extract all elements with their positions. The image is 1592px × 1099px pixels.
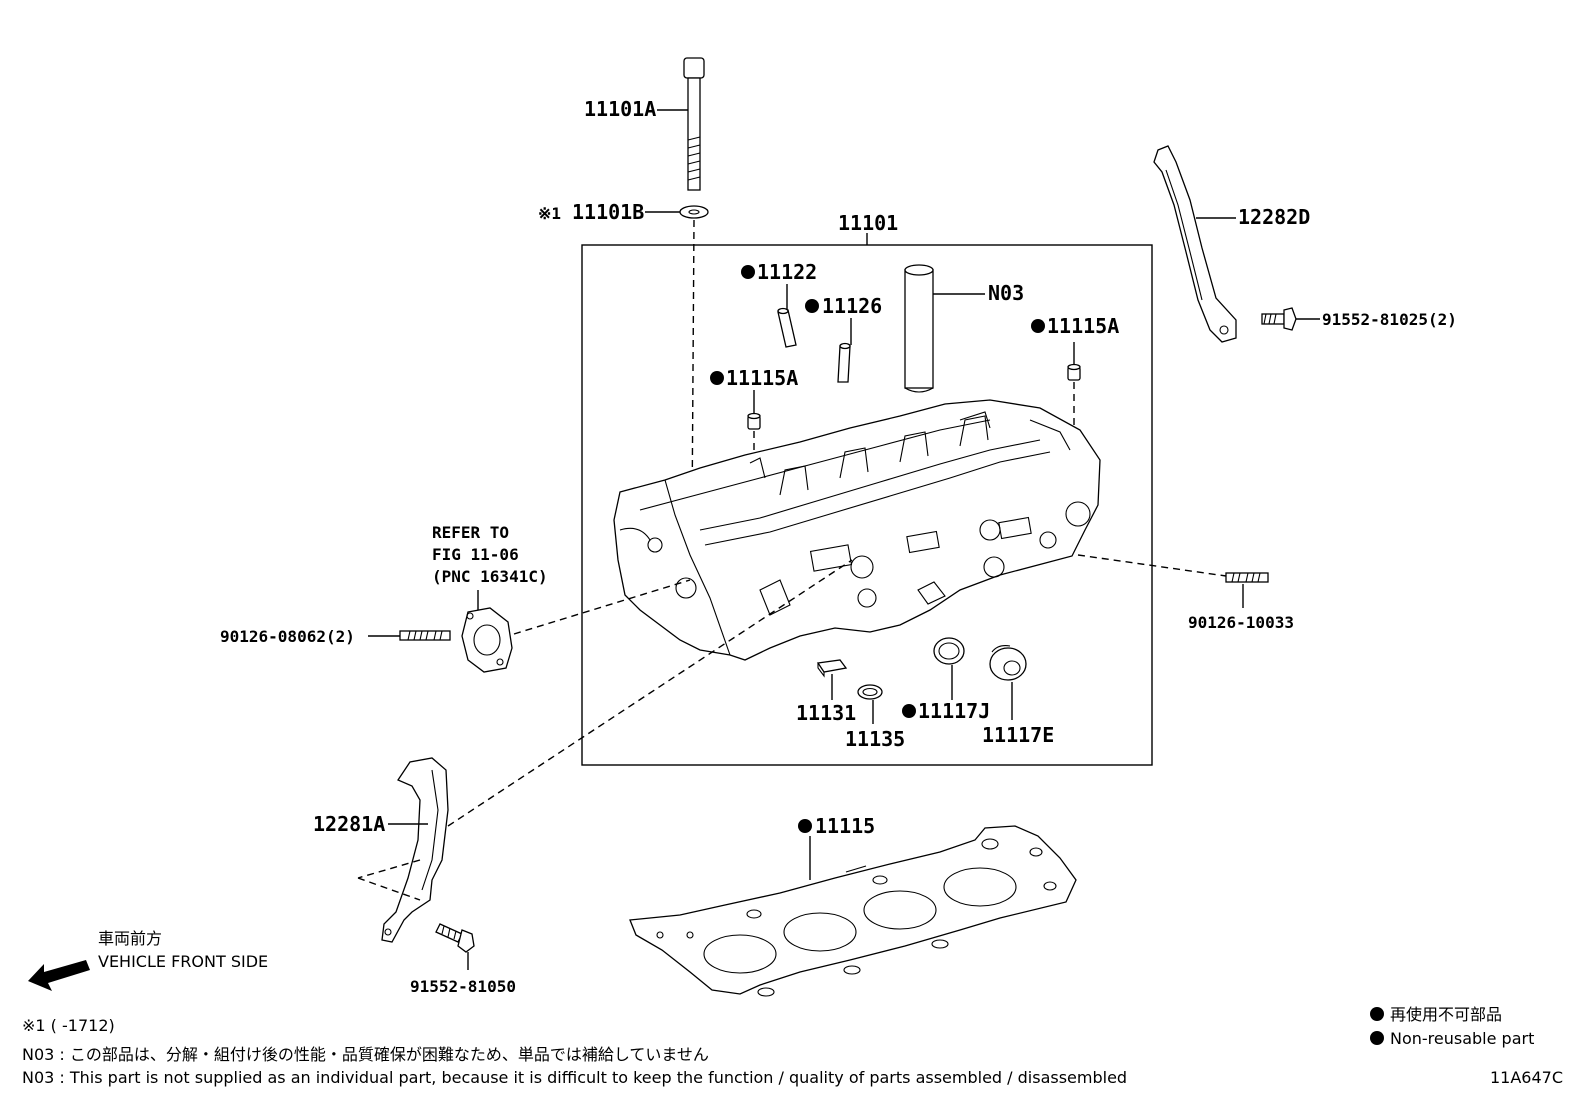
figure-code: 11A647C: [1490, 1068, 1563, 1087]
label-12281a[interactable]: 12281A: [313, 812, 385, 836]
label-11115a-left[interactable]: 11115A: [726, 366, 798, 390]
label-11122[interactable]: 11122: [757, 260, 817, 284]
label-11126[interactable]: 11126: [822, 294, 882, 318]
ring-11135-drawing: [857, 684, 883, 700]
chain-guide-12282d-drawing: [1153, 145, 1237, 343]
footnote-1: ※1 ( -1712): [22, 1016, 115, 1035]
non-reusable-dot-11126: [805, 299, 819, 313]
vehicle-front-jp: 車両前方: [98, 929, 162, 948]
label-11115a-right[interactable]: 11115A: [1047, 314, 1119, 338]
label-11131[interactable]: 11131: [796, 701, 856, 725]
legend-dot-en: [1370, 1031, 1384, 1045]
washer-11101b-drawing: [679, 205, 709, 219]
label-11115[interactable]: 11115: [815, 814, 875, 838]
legend-jp: 再使用不可部品: [1390, 1005, 1502, 1024]
label-90126-10033[interactable]: 90126-10033: [1188, 613, 1294, 632]
non-reusable-dot-11117j: [902, 704, 916, 718]
refer-line-1[interactable]: REFER TO: [432, 523, 509, 542]
label-11135[interactable]: 11135: [845, 727, 905, 751]
water-outlet-gasket-drawing: [461, 607, 513, 673]
refer-line-3[interactable]: (PNC 16341C): [432, 567, 548, 586]
plug-11117e-drawing: [989, 645, 1027, 681]
footnote-mark-11101b: ※1: [538, 204, 561, 223]
label-11117e[interactable]: 11117E: [982, 723, 1054, 747]
bolt-91552-81050-drawing: [435, 923, 475, 953]
refer-line-2[interactable]: FIG 11-06: [432, 545, 519, 564]
dowel-11115a-left-drawing: [747, 412, 761, 430]
pin-11122-drawing: [777, 307, 797, 348]
cylinder-n03-drawing: [904, 264, 934, 393]
label-11117j[interactable]: 11117J: [918, 699, 990, 723]
dowel-11115a-right-drawing: [1067, 363, 1081, 381]
chain-guide-12281a-drawing: [381, 757, 449, 943]
stud-90126-10033-drawing: [1225, 572, 1269, 583]
vehicle-front-en: VEHICLE FRONT SIDE: [98, 952, 268, 971]
non-reusable-dot-11115: [798, 819, 812, 833]
head-gasket-11115-drawing: [629, 825, 1077, 997]
plug-11131-drawing: [816, 659, 848, 678]
note-n03-jp: N03 : この部品は、分解・組付け後の性能・品質確保が困難なため、単品では補給…: [22, 1045, 709, 1064]
label-n03[interactable]: N03: [988, 281, 1024, 305]
label-91552-81050[interactable]: 91552-81050: [410, 977, 516, 996]
legend-dot-jp: [1370, 1007, 1384, 1021]
label-90126-08062[interactable]: 90126-08062(2): [220, 627, 355, 646]
bolt-91552-81025-drawing: [1261, 307, 1297, 331]
label-11101[interactable]: 11101: [838, 211, 898, 235]
legend-en: Non-reusable part: [1390, 1029, 1534, 1048]
seal-ring-11117j-drawing: [933, 637, 965, 665]
non-reusable-dot-11115a-left: [710, 371, 724, 385]
non-reusable-dot-11115a-right: [1031, 319, 1045, 333]
stud-90126-08062-drawing: [399, 630, 451, 641]
note-n03-en: N03 : This part is not supplied as an in…: [22, 1068, 1127, 1087]
label-11101a[interactable]: 11101A: [584, 97, 656, 121]
label-11101b[interactable]: 11101B: [572, 200, 644, 224]
label-12282d[interactable]: 12282D: [1238, 205, 1310, 229]
non-reusable-dot-11122: [741, 265, 755, 279]
head-bolt-11101a-drawing: [683, 57, 705, 191]
pin-11126-drawing: [837, 342, 851, 383]
vehicle-front-arrow-icon: [28, 960, 90, 991]
label-91552-81025[interactable]: 91552-81025(2): [1322, 310, 1457, 329]
cylinder-head-body-drawing: [613, 399, 1101, 661]
